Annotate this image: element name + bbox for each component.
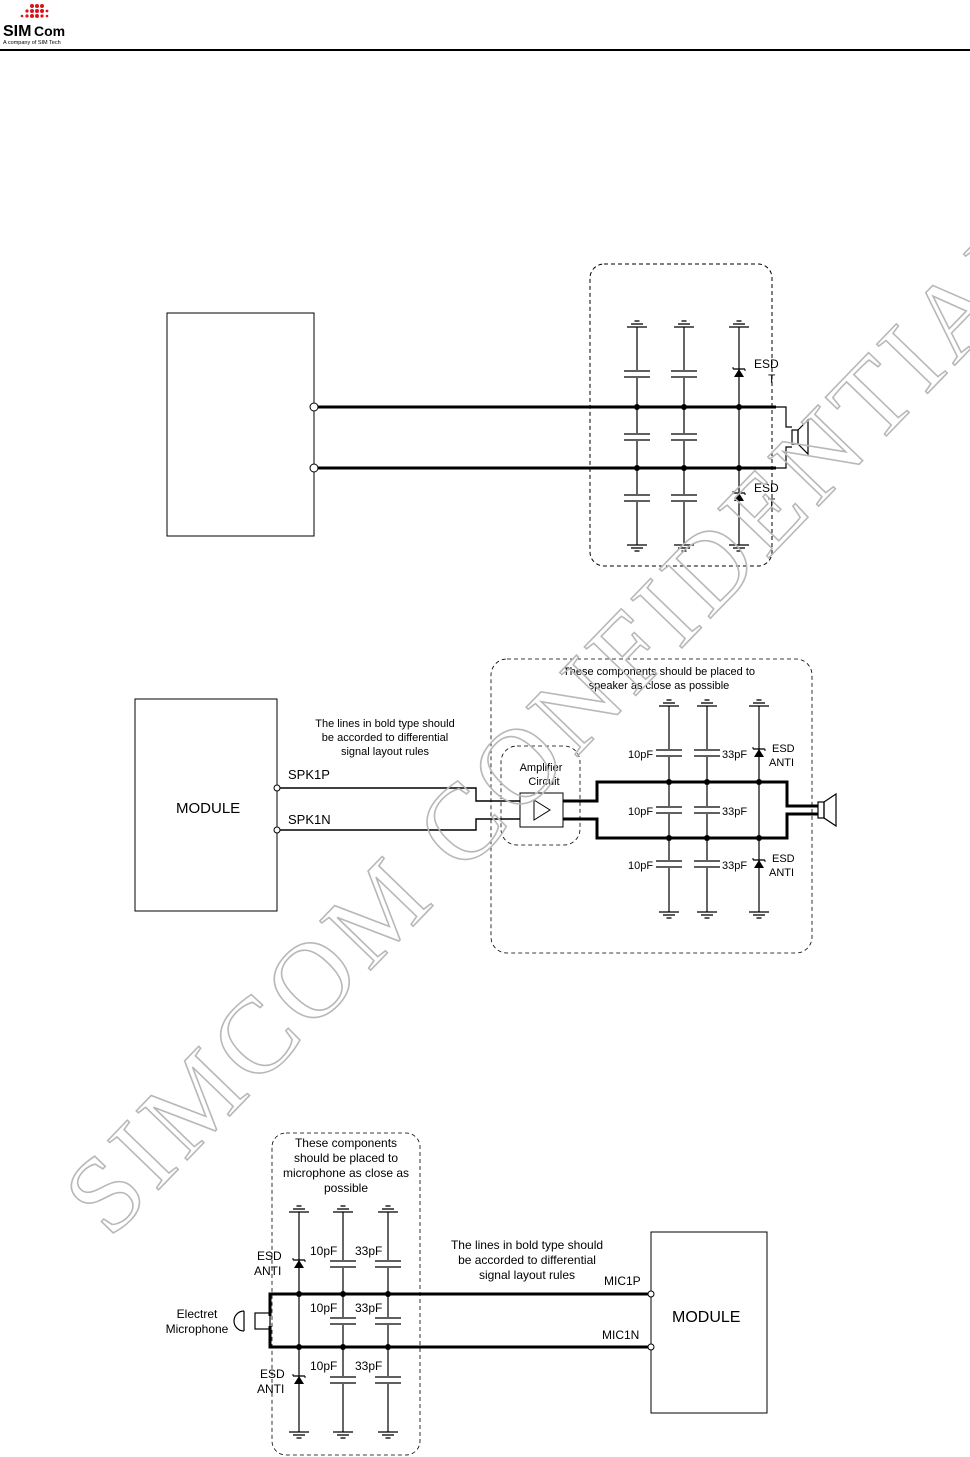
cap3-33pf-c: 33pF [355,1359,382,1373]
pin-mic1n [647,1343,655,1351]
speaker-icon-2 [817,792,837,828]
diagram-3-microphone: These components should be placed to mic… [166,1132,768,1456]
logo-text-sim: SIM [3,23,31,40]
bold-note-3b: be accorded to differential [458,1253,596,1267]
microphone-icon [233,1310,271,1332]
cap3-10pf-a: 10pF [310,1244,337,1258]
placement-note-3c: microphone as close as [283,1166,409,1180]
module-box-3 [650,1231,768,1414]
logo-tagline: A company of SIM Tech [3,40,61,46]
anti-label-2b: ANTI [769,867,794,879]
logo-text-com: Com [34,23,65,39]
logo-dots [20,4,49,18]
mic1p-label: MIC1P [604,1274,641,1288]
cap-label-10pf-c: 10pF [628,860,653,872]
module-box-2 [134,698,278,912]
simcom-logo: SIM Com A company of SIM Tech [3,4,65,46]
anti-label-3b: ANTI [257,1382,284,1396]
amplifier-triangle-icon [533,799,551,821]
esd-label-2a: ESD [772,743,795,755]
placement-note-2a: These components should be placed to [563,666,755,678]
cap3-10pf-b: 10pF [310,1301,337,1315]
anti-label-3a: ANTI [254,1264,281,1278]
bold-note-2a: The lines in bold type should [315,718,454,730]
amplifier-label-a: Amplifier [520,762,563,774]
pin-spk1p [273,784,281,792]
placement-box-1 [589,263,773,567]
esd-diode-1a [732,366,746,378]
amplifier-label-b: Circuit [528,776,559,788]
placement-note-3b: should be placed to [294,1151,398,1165]
esd-label-1b: ESD [754,481,779,495]
esd-label-3b: ESD [260,1367,285,1381]
bold-note-3c: signal layout rules [479,1268,575,1282]
module-label-3: MODULE [672,1309,740,1326]
esd-label-3a: ESD [257,1249,282,1263]
esd-label-1b-t: T [768,496,776,510]
spk1n-label: SPK1N [288,812,331,827]
spk1p-label: SPK1P [288,767,330,782]
speaker-icon-1 [776,406,809,469]
esd-label-1a-t: T [768,372,776,386]
bold-note-3a: The lines in bold type should [451,1238,603,1252]
amplifier-block [519,792,564,828]
mic-label-b: Microphone [166,1322,229,1336]
bold-note-2c: signal layout rules [341,746,430,758]
anti-label-2a: ANTI [769,757,794,769]
mic-label-a: Electret [177,1307,218,1321]
mic1n-label: MIC1N [602,1328,639,1342]
cap3-33pf-b: 33pF [355,1301,382,1315]
esd-label-1a: ESD [754,357,779,371]
cap3-10pf-c: 10pF [310,1359,337,1373]
cap-label-33pf-a: 33pF [722,749,747,761]
placement-note-3d: possible [324,1181,368,1195]
diagram-2-speaker-amplifier: MODULE SPK1P SPK1N The lines in bold typ… [134,658,837,954]
pin-spkp-1 [309,402,319,412]
pin-mic1p [647,1290,655,1298]
pin-spkn-1 [309,463,319,473]
cap-label-10pf-b: 10pF [628,806,653,818]
esd-label-2b: ESD [772,853,795,865]
bold-note-2b: be accorded to differential [322,732,448,744]
module-label-2: MODULE [176,800,240,817]
pin-spk1n [273,826,281,834]
cap-label-10pf-a: 10pF [628,749,653,761]
cap3-33pf-a: 33pF [355,1244,382,1258]
module-box-1 [166,312,315,537]
cap-label-33pf-c: 33pF [722,860,747,872]
confidential-watermark: SIMCOM CONFIDENTIAL FILE [42,0,970,1257]
capacitors-1 [622,370,699,502]
placement-note-2b: speaker as close as possible [589,680,730,692]
diagram-1-speaker-direct: ESD T ESD T [166,263,809,567]
placement-note-3a: These components [295,1136,397,1150]
amplifier-box [500,745,581,846]
cap-label-33pf-b: 33pF [722,806,747,818]
